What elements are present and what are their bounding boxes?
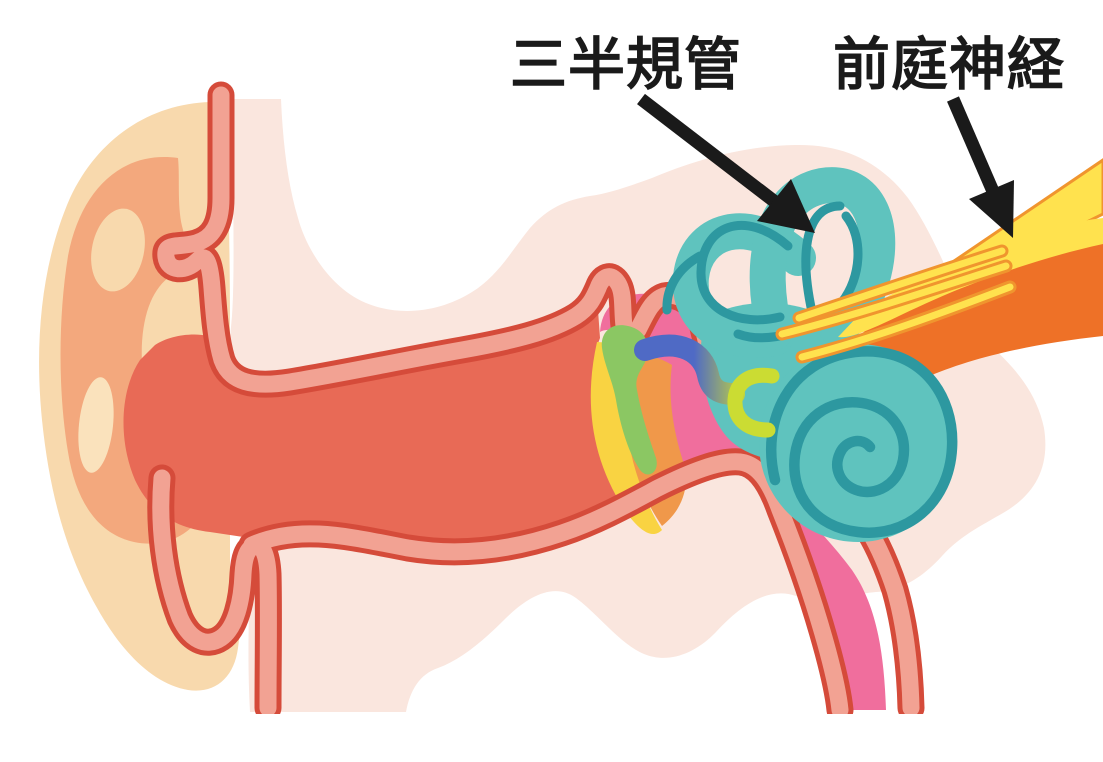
malleus <box>601 325 657 475</box>
vestibular-nerve-arrowhead <box>969 180 1014 238</box>
canal-detail-line-3 <box>696 220 793 325</box>
bottom-crop-mask <box>0 714 1103 762</box>
canal-detail-line-2 <box>837 211 863 307</box>
middle-ear-cavity <box>600 293 886 710</box>
pinna-highlight <box>78 377 114 473</box>
canal-detail-line-5 <box>662 251 705 315</box>
nerve-fiber-1 <box>795 247 1006 322</box>
label-vestibular-nerve: 前庭神経 <box>833 32 1065 98</box>
semicircular-canals-arrowhead <box>757 179 815 233</box>
stapes <box>727 367 780 438</box>
vestibular-nerve-fibers <box>775 218 1103 364</box>
canal-detail-line-1 <box>801 201 845 317</box>
semicircular-canals-arrow <box>637 93 787 214</box>
ear-canal <box>123 310 632 552</box>
nerve-fiber-2 <box>778 262 1010 338</box>
incus <box>634 334 745 405</box>
nerve-fiber-3 <box>798 283 1014 361</box>
label-semicircular-canals: 三半規管 <box>510 32 742 98</box>
annotation-arrows <box>637 93 1014 238</box>
cochlea-spiral <box>766 346 958 538</box>
pinna-fold-curl <box>91 208 145 292</box>
vestibular-nerve-arrow <box>947 96 1001 199</box>
